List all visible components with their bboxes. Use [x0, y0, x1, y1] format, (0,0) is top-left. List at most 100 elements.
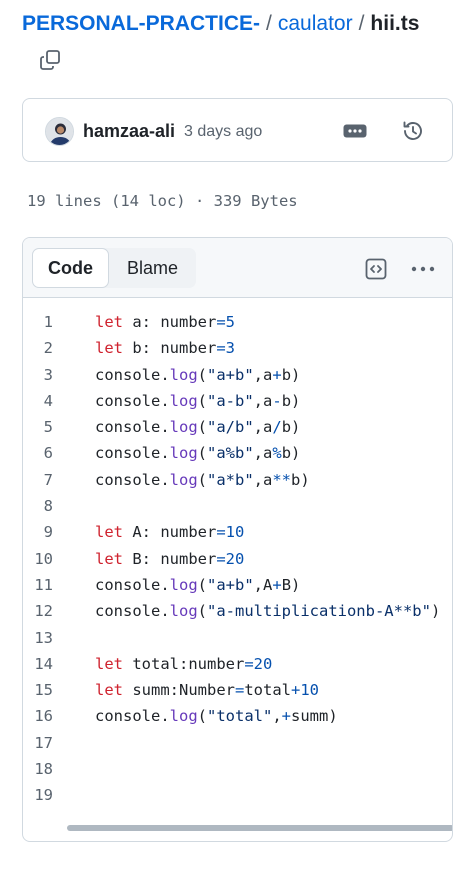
code-token: = [216, 523, 226, 542]
code-token: "total" [207, 707, 273, 726]
copy-path-button[interactable] [34, 44, 66, 76]
code-token: = [234, 681, 245, 700]
kebab-horizontal-icon [411, 266, 435, 271]
line-number[interactable]: 16 [34, 707, 53, 726]
code-token: b) [281, 365, 301, 384]
tab-blame[interactable]: Blame [126, 258, 179, 278]
code-token: log [169, 391, 198, 410]
line-number[interactable]: 10 [34, 549, 53, 568]
code-token: log [169, 575, 198, 594]
code-line: 16 console.log("total",+summ) [23, 703, 452, 729]
code-token: "a+b" [207, 575, 254, 594]
code-line: 17 [23, 730, 452, 756]
code-token: + [272, 575, 282, 594]
code-token: ,a [253, 418, 273, 437]
line-number[interactable]: 4 [43, 391, 53, 410]
line-number[interactable]: 9 [43, 523, 53, 542]
breadcrumb-repo-link[interactable]: PERSONAL-PRACTICE- [22, 12, 261, 35]
code-token: ( [197, 602, 207, 621]
line-number[interactable]: 8 [43, 497, 53, 516]
file-info: 19 lines (14 loc) · 339 Bytes [27, 192, 298, 210]
code-token: 20 [225, 549, 245, 568]
code-token: - [272, 391, 282, 410]
code-text: console.log("a+b",a+b) [95, 362, 300, 388]
line-number[interactable]: 14 [34, 654, 53, 673]
view-toggle: Code Blame [32, 248, 196, 288]
code-token: = [216, 339, 226, 358]
code-token: 20 [253, 654, 273, 673]
tab-code[interactable]: Code [32, 248, 109, 288]
code-token: console. [95, 470, 170, 489]
code-token: total:number [123, 654, 245, 673]
commit-time: 3 days ago [184, 123, 263, 140]
code-line: 3 console.log("a+b",a+b) [23, 362, 452, 388]
code-line: 14 let total:number=20 [23, 651, 452, 677]
line-number[interactable]: 17 [34, 733, 53, 752]
code-text: console.log("a*b",a**b) [95, 467, 310, 493]
code-token: 5 [225, 313, 236, 331]
code-token: log [169, 707, 198, 726]
code-token: console. [95, 418, 170, 437]
code-line: 18 [23, 756, 452, 782]
line-number[interactable]: 11 [34, 575, 53, 594]
code-text: let total:number=20 [95, 651, 272, 677]
commit-details-button[interactable] [343, 124, 367, 138]
code-token: + [291, 681, 301, 700]
line-number[interactable]: 19 [34, 786, 53, 805]
line-number[interactable]: 13 [34, 628, 53, 647]
breadcrumb-separator: / [358, 12, 365, 35]
line-number[interactable]: 15 [34, 681, 53, 700]
code-token: "a+b" [207, 365, 254, 384]
code-token: ( [197, 707, 207, 726]
history-button[interactable] [400, 118, 426, 144]
code-token: / [272, 418, 282, 437]
code-toolbar: Code Blame [23, 238, 452, 298]
code-token: "a*b" [207, 470, 254, 489]
code-token: b) [281, 444, 301, 463]
code-text: let b: number=3 [95, 335, 235, 361]
horizontal-scrollbar[interactable] [67, 825, 452, 831]
line-number[interactable]: 6 [43, 444, 53, 463]
code-line: 9 let A: number=10 [23, 519, 452, 545]
code-token: console. [95, 707, 170, 726]
code-token: console. [95, 575, 170, 594]
code-line: 19 [23, 782, 452, 808]
commit-author-link[interactable]: hamzaa-ali [83, 121, 176, 141]
code-line: 2 let b: number=3 [23, 335, 452, 361]
code-token: % [272, 444, 282, 463]
code-text: console.log("total",+summ) [95, 703, 338, 729]
more-options-button[interactable] [410, 256, 436, 281]
code-token: "a-b" [207, 391, 254, 410]
code-token: = [216, 313, 226, 331]
line-number[interactable]: 18 [34, 760, 53, 779]
code-line: 7 console.log("a*b",a**b) [23, 467, 452, 493]
user-avatar-icon [46, 118, 73, 145]
line-number[interactable]: 1 [43, 313, 53, 331]
line-number[interactable]: 2 [43, 339, 53, 358]
line-number[interactable]: 3 [43, 365, 53, 384]
line-number[interactable]: 5 [43, 418, 53, 437]
code-token: B: number [123, 549, 217, 568]
code-token: ( [197, 418, 207, 437]
avatar[interactable] [45, 117, 74, 146]
code-token: ,a [253, 365, 273, 384]
line-number[interactable]: 12 [34, 602, 53, 621]
code-token: 3 [225, 339, 236, 358]
code-token: log [169, 444, 198, 463]
code-token: A: number [123, 523, 217, 542]
code-token: ( [197, 444, 207, 463]
breadcrumb-folder-link[interactable]: caulator [277, 12, 353, 35]
code-token: ( [197, 365, 207, 384]
code-token: 10 [225, 523, 245, 542]
code-token: console. [95, 444, 170, 463]
line-number[interactable]: 7 [43, 470, 53, 489]
code-text: let A: number=10 [95, 519, 244, 545]
code-token: console. [95, 602, 170, 621]
raw-view-button[interactable] [363, 256, 388, 281]
